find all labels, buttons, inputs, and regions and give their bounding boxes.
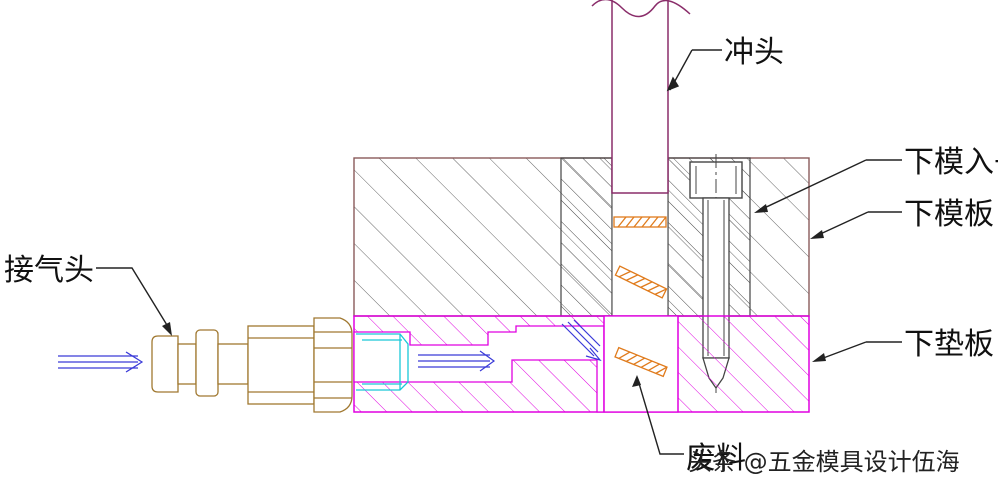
label-lower-die-plate: 下模板 — [904, 197, 994, 232]
scrap-pieces — [613, 216, 668, 378]
label-air-fitting: 接气头 — [4, 253, 94, 288]
thread-fitting — [356, 333, 409, 391]
backing-leader-arrow — [812, 353, 826, 362]
watermark: 头条 @五金模具设计伍海 — [688, 448, 960, 476]
air-fitting-leader-arrow — [162, 322, 172, 336]
label-lower-die-insert: 下模入子 — [904, 145, 998, 180]
air-flow-blow-arrow — [561, 319, 602, 362]
insert-leader — [759, 159, 902, 211]
lower-backing-plate — [353, 315, 810, 413]
punch — [591, 0, 691, 194]
plate-leader — [815, 211, 902, 237]
air-flow-inlet-arrow — [58, 351, 144, 373]
punch-leader-arrow — [666, 76, 680, 92]
scrap-piece-top — [613, 216, 667, 228]
scrap-piece-middle — [614, 265, 668, 299]
scrap-piece-bottom — [614, 346, 668, 378]
scrap-leader — [637, 379, 684, 455]
insert-leader-arrow — [754, 204, 768, 213]
label-lower-backing-plate: 下垫板 — [904, 327, 994, 362]
punch-leader — [669, 49, 722, 91]
plate-leader-arrow — [810, 230, 824, 239]
air-fitting — [151, 317, 353, 413]
scrap-leader-arrow — [632, 375, 641, 387]
backing-leader — [817, 341, 902, 361]
label-punch: 冲头 — [724, 35, 784, 70]
air-fitting-leader — [96, 267, 171, 331]
air-flow-channel-arrow — [418, 350, 496, 372]
label-scrap: 废料 — [686, 441, 746, 476]
